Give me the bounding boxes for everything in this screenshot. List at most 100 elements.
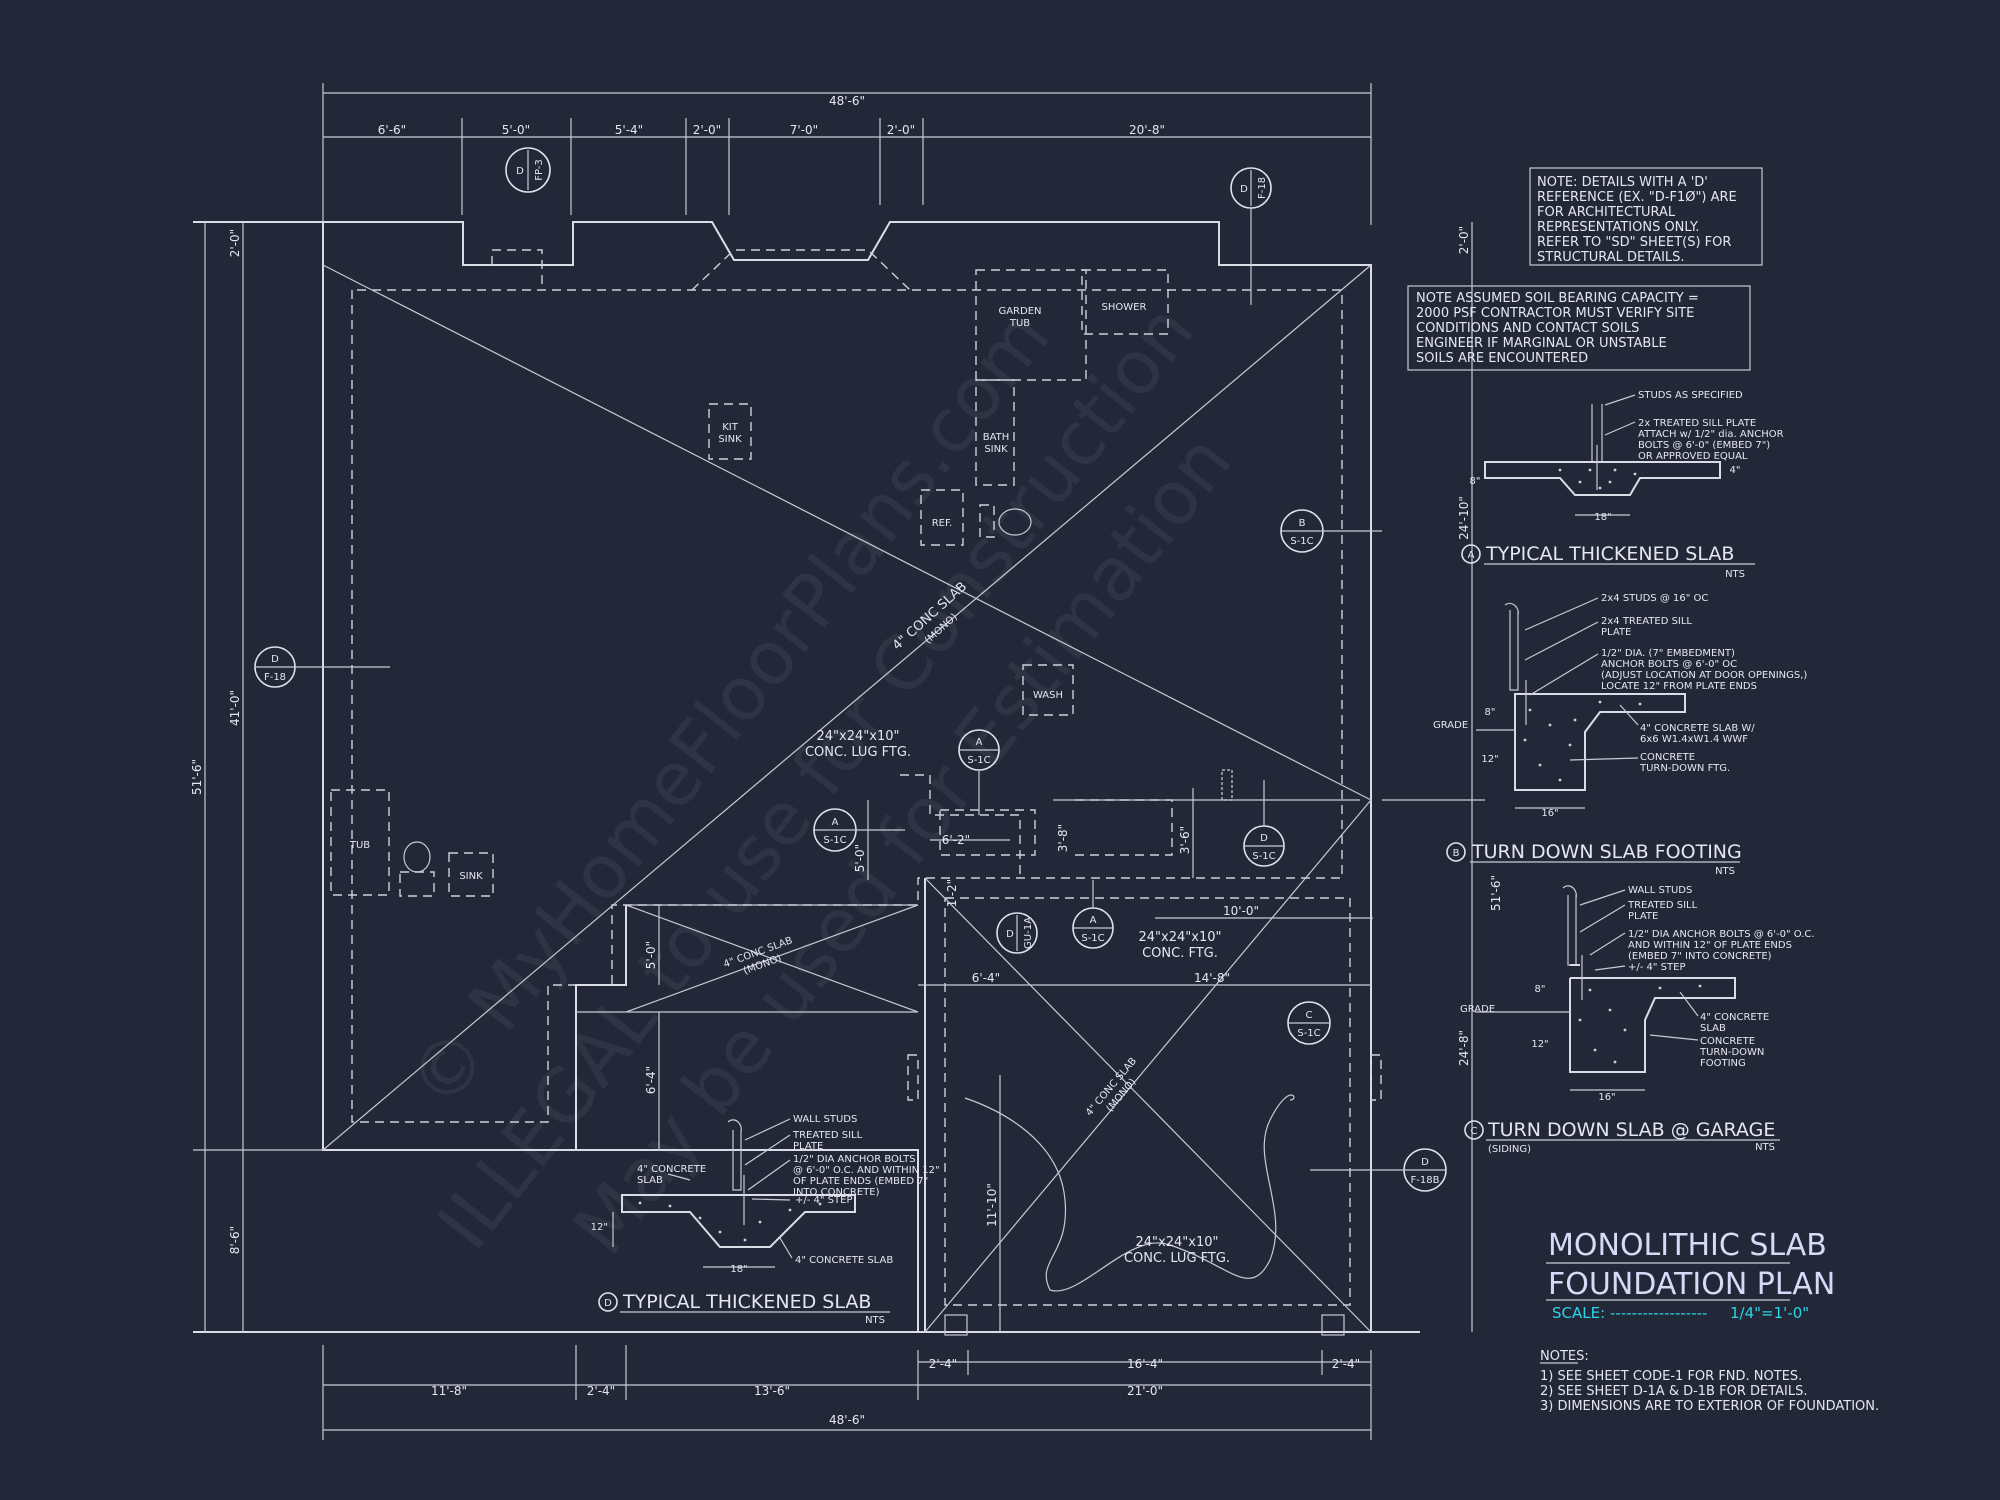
bubble-c-s1c: C S-1C bbox=[1287, 1001, 1331, 1045]
svg-text:(EMBED 7" INTO CONCRETE): (EMBED 7" INTO CONCRETE) bbox=[1628, 951, 1772, 962]
svg-text:(ADJUST LOCATION AT DOOR OPENI: (ADJUST LOCATION AT DOOR OPENINGS,) bbox=[1601, 670, 1807, 681]
label-tub: TUB bbox=[349, 840, 370, 851]
dim-top-seg-6: 2'-0" bbox=[887, 123, 915, 137]
svg-text:F-18: F-18 bbox=[264, 672, 286, 683]
svg-text:NTS: NTS bbox=[865, 1315, 885, 1326]
svg-text:TURN-DOWN: TURN-DOWN bbox=[1699, 1047, 1764, 1058]
bubble-d-fp3: D FP-3 bbox=[505, 147, 551, 193]
label-ref: REF. bbox=[932, 518, 953, 529]
svg-text:WALL STUDS: WALL STUDS bbox=[1628, 885, 1692, 896]
svg-text:TREATED SILL: TREATED SILL bbox=[792, 1130, 863, 1141]
bubble-a-s1c-3: A S-1C bbox=[1072, 880, 1114, 949]
svg-text:F-18B: F-18B bbox=[1411, 1175, 1440, 1186]
dim-int-11: 11'-10" bbox=[985, 1183, 999, 1227]
svg-text:PLATE: PLATE bbox=[793, 1141, 823, 1152]
svg-text:D: D bbox=[604, 1298, 612, 1309]
dim-int-2: 5'-0" bbox=[853, 844, 867, 872]
dim-bottom-seg-4: 21'-0" bbox=[1127, 1384, 1163, 1398]
svg-text:A: A bbox=[1468, 550, 1475, 561]
scale-value: 1/4"=1'-0" bbox=[1730, 1304, 1809, 1322]
top-dimensions: 48'-6" 6'-6" 5'-0" 5'-4" 2'-0" 7'-0" 2'-… bbox=[322, 83, 1372, 225]
bubble-a-s1c-1: A S-1C bbox=[958, 729, 1000, 815]
svg-text:REFERENCE (EX. "D-F1Ø") ARE: REFERENCE (EX. "D-F1Ø") ARE bbox=[1537, 190, 1737, 205]
general-note-1: 1) SEE SHEET CODE-1 FOR FND. NOTES. bbox=[1540, 1369, 1802, 1384]
detail-a-title: TYPICAL THICKENED SLAB bbox=[1485, 543, 1734, 565]
svg-text:1/2" DIA. (7" EMBEDMENT): 1/2" DIA. (7" EMBEDMENT) bbox=[1601, 648, 1735, 659]
detail-a-typical-thickened-slab: 18" 8" 4" STUDS AS SPECIFIED 2x TREATED … bbox=[1461, 390, 1784, 580]
note-box-soil: NOTE ASSUMED SOIL BEARING CAPACITY = 200… bbox=[1407, 285, 1751, 371]
svg-text:A: A bbox=[1090, 915, 1097, 926]
scale-dashes: ------------------ bbox=[1610, 1304, 1707, 1322]
detail-a-dim-side: 8" bbox=[1470, 476, 1481, 487]
svg-text:S-1C: S-1C bbox=[1297, 1028, 1320, 1039]
bubble-a-s1c-2: A S-1C bbox=[813, 808, 905, 852]
svg-text:SLAB: SLAB bbox=[637, 1175, 663, 1186]
svg-text:A: A bbox=[832, 817, 839, 828]
label-bath-sink-1: BATH bbox=[983, 432, 1010, 443]
dim-int-3: 3'-8" bbox=[1056, 824, 1070, 852]
svg-text:FOOTING: FOOTING bbox=[1700, 1058, 1746, 1069]
svg-text:12": 12" bbox=[591, 1222, 608, 1233]
svg-text:+/- 4" STEP: +/- 4" STEP bbox=[795, 1195, 852, 1206]
dim-int-5: 1'-2" bbox=[945, 879, 959, 907]
plan-title-line-1: MONOLITHIC SLAB bbox=[1548, 1228, 1827, 1263]
foundation-outline bbox=[193, 221, 1420, 1336]
dim-right-seg-2: 24'-10" bbox=[1457, 496, 1471, 540]
dim-bottom-inner-1: 2'-4" bbox=[929, 1357, 957, 1371]
right-dimensions: 2'-0" 24'-10" 51'-6" 24'-8" bbox=[1382, 222, 1503, 1332]
bubble-d-f18-top: D F-18 bbox=[1230, 167, 1272, 305]
svg-text:A: A bbox=[976, 737, 983, 748]
svg-text:TREATED SILL: TREATED SILL bbox=[1627, 900, 1698, 911]
svg-text:D: D bbox=[1240, 184, 1248, 195]
dim-int-9: 5'-0" bbox=[644, 941, 658, 969]
svg-text:OF PLATE ENDS (EMBED 7": OF PLATE ENDS (EMBED 7" bbox=[793, 1176, 928, 1187]
svg-text:C: C bbox=[1471, 1126, 1478, 1137]
dim-int-8: 14'-8" bbox=[1194, 971, 1230, 985]
svg-text:16": 16" bbox=[1541, 808, 1558, 819]
general-notes-heading: NOTES: bbox=[1540, 1349, 1589, 1364]
detail-c-title: TURN DOWN SLAB @ GARAGE bbox=[1487, 1119, 1775, 1141]
svg-text:8": 8" bbox=[1535, 984, 1546, 995]
bubble-d-f18-left: D F-18 bbox=[254, 646, 390, 688]
detail-a-dim-bottom: 18" bbox=[1594, 512, 1611, 523]
svg-text:SLAB: SLAB bbox=[1700, 1023, 1726, 1034]
svg-text:D: D bbox=[271, 654, 279, 665]
svg-text:18": 18" bbox=[730, 1264, 747, 1275]
label-garden-tub-2: TUB bbox=[1009, 318, 1030, 329]
svg-text:D: D bbox=[516, 166, 524, 177]
svg-text:PLATE: PLATE bbox=[1601, 627, 1631, 638]
dim-bottom-seg-3: 13'-6" bbox=[754, 1384, 790, 1398]
dim-int-4: 3'-6" bbox=[1178, 826, 1192, 854]
label-bath-sink-2: SINK bbox=[984, 444, 1008, 455]
svg-text:4" CONCRETE: 4" CONCRETE bbox=[1700, 1012, 1769, 1023]
label-wash: WASH bbox=[1033, 690, 1063, 701]
label-kit-sink-1: KIT bbox=[722, 422, 739, 433]
scale-label: SCALE: bbox=[1552, 1304, 1605, 1322]
svg-text:REFER TO "SD" SHEET(S) FOR: REFER TO "SD" SHEET(S) FOR bbox=[1537, 235, 1731, 250]
svg-text:S-1C: S-1C bbox=[967, 755, 990, 766]
svg-text:6x6 W1.4xW1.4 WWF: 6x6 W1.4xW1.4 WWF bbox=[1640, 734, 1748, 745]
svg-text:B: B bbox=[1453, 848, 1460, 859]
footing-label-3-line-1: 24"x24"x10" bbox=[1136, 1235, 1219, 1250]
detail-d-typical-thickened-slab: 12" 18" WALL STUDS TREATED SILL PLATE 1/… bbox=[591, 1114, 940, 1326]
left-dimensions: 51'-6" 2'-0" 41'-0" 8'-6" bbox=[190, 222, 323, 1332]
label-shower: SHOWER bbox=[1102, 302, 1147, 313]
dim-int-1: 6'-2" bbox=[942, 833, 970, 847]
plan-title-line-2: FOUNDATION PLAN bbox=[1548, 1267, 1835, 1302]
svg-text:2000 PSF CONTRACTOR MUST VERIF: 2000 PSF CONTRACTOR MUST VERIFY SITE bbox=[1416, 306, 1694, 321]
interior-dimensions: 6'-2" 5'-0" 3'-8" 3'-6" 1'-2" 10'-0" 6'-… bbox=[644, 788, 1373, 1332]
svg-text:STUDS AS SPECIFIED: STUDS AS SPECIFIED bbox=[1638, 390, 1743, 401]
svg-text:C: C bbox=[1306, 1010, 1313, 1021]
svg-text:12": 12" bbox=[1481, 754, 1498, 765]
dim-top-seg-3: 5'-4" bbox=[615, 123, 643, 137]
svg-text:NTS: NTS bbox=[1755, 1142, 1775, 1153]
dim-right-seg-1: 2'-0" bbox=[1457, 226, 1471, 254]
svg-text:FOR ARCHITECTURAL: FOR ARCHITECTURAL bbox=[1537, 205, 1676, 220]
dim-left-seg-3: 8'-6" bbox=[228, 1226, 242, 1254]
svg-text:NOTE ASSUMED SOIL BEARING CAPA: NOTE ASSUMED SOIL BEARING CAPACITY = bbox=[1416, 291, 1699, 306]
bubble-d-f18b: D F-18B bbox=[1310, 1148, 1447, 1192]
dim-top-overall: 48'-6" bbox=[829, 94, 865, 108]
dim-bottom-seg-2: 2'-4" bbox=[587, 1384, 615, 1398]
svg-text:OR APPROVED EQUAL: OR APPROVED EQUAL bbox=[1638, 451, 1748, 462]
svg-text:INTO CONCRETE): INTO CONCRETE) bbox=[793, 1187, 880, 1198]
